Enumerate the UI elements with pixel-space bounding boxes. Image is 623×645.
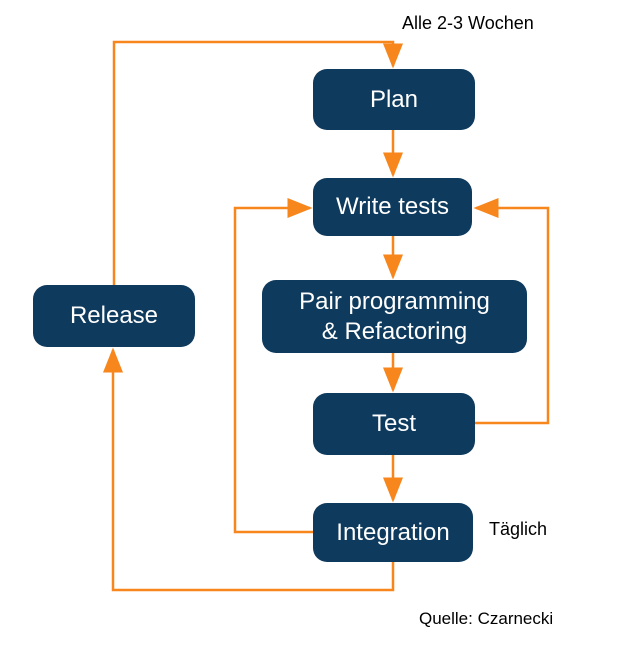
node-write-tests: Write tests: [313, 178, 472, 236]
node-integration: Integration: [313, 503, 473, 562]
connector-integration-to-write-tests: [233, 198, 313, 534]
node-pair-programming: Pair programming & Refactoring: [262, 280, 527, 353]
node-test: Test: [313, 393, 475, 455]
label-source: Quelle: Czarnecki: [419, 609, 554, 628]
node-pair-programming-line1: Pair programming: [299, 287, 490, 315]
node-release: Release: [33, 285, 195, 347]
node-pair-programming-line2: & Refactoring: [321, 317, 468, 345]
label-daily: Täglich: [489, 519, 548, 539]
label-iteration-cycle: Alle 2-3 Wochen: [402, 13, 534, 33]
node-plan: Plan: [313, 69, 475, 130]
